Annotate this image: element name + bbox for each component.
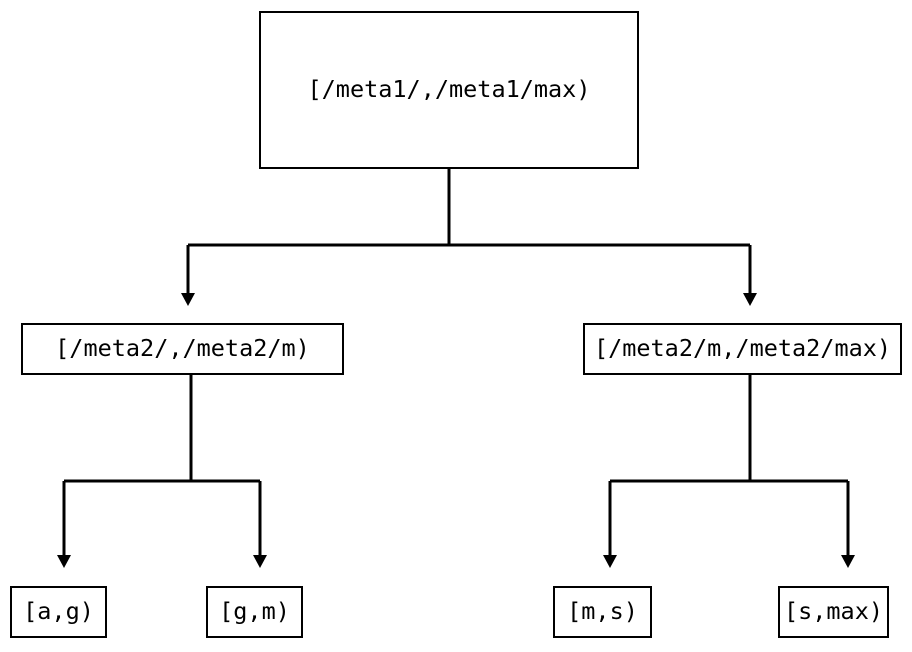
node-leaf-g-m: [g,m)	[206, 586, 303, 638]
node-root-label: [/meta1/,/meta1/max)	[307, 75, 591, 104]
node-leaf-a-g: [a,g)	[10, 586, 107, 638]
arrowhead-to-leaf-ms	[603, 555, 617, 568]
node-leaf-m-s-label: [m,s)	[567, 597, 638, 626]
node-leaf-m-s: [m,s)	[553, 586, 652, 638]
node-root: [/meta1/,/meta1/max)	[259, 11, 639, 169]
arrowhead-to-mid-right	[743, 293, 757, 306]
arrowhead-to-leaf-ag	[57, 555, 71, 568]
node-leaf-s-max-label: [s,max)	[783, 597, 884, 626]
node-mid-left-label: [/meta2/,/meta2/m)	[55, 334, 310, 363]
node-mid-right-label: [/meta2/m,/meta2/max)	[593, 334, 892, 363]
node-mid-left: [/meta2/,/meta2/m)	[21, 323, 344, 375]
node-leaf-a-g-label: [a,g)	[23, 597, 94, 626]
arrowhead-to-mid-left	[181, 293, 195, 306]
node-leaf-g-m-label: [g,m)	[219, 597, 290, 626]
node-mid-right: [/meta2/m,/meta2/max)	[583, 323, 902, 375]
node-leaf-s-max: [s,max)	[778, 586, 889, 638]
arrowhead-to-leaf-smax	[841, 555, 855, 568]
arrowhead-to-leaf-gm	[253, 555, 267, 568]
